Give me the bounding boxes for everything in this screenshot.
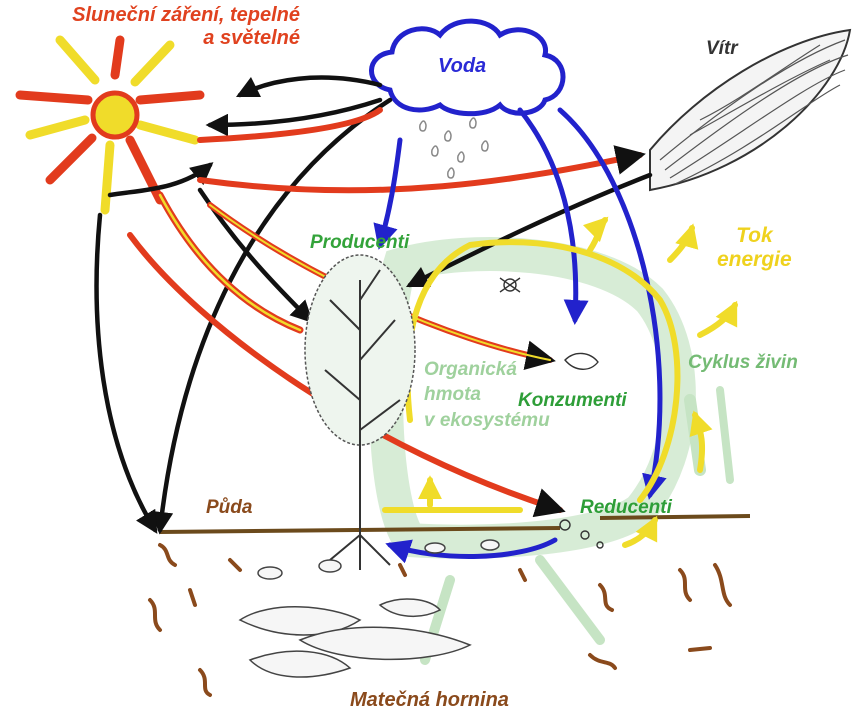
- wind-icon: [650, 30, 850, 190]
- organic-matter-label-line1: Organická: [424, 357, 550, 382]
- rock-icon: [240, 540, 499, 677]
- nutrient-cycle-label: Cyklus živin: [688, 352, 798, 374]
- consumers-label: Konzumenti: [518, 390, 627, 412]
- wind-label: Vítr: [706, 38, 738, 60]
- soil-label: Půda: [206, 497, 252, 519]
- nutrient-cycle-loop: [386, 254, 730, 660]
- sun-radiation-label-line2: a světelné: [0, 27, 300, 50]
- energy-flow-label: Tok energie: [717, 224, 792, 272]
- bedrock-label: Matečná hornina: [350, 689, 509, 712]
- sun-radiation-label: Sluneční záření, tepelné a světelné: [0, 4, 300, 50]
- producers-label: Producenti: [310, 232, 409, 254]
- water-label: Voda: [438, 55, 486, 78]
- decomposers-label: Reducenti: [580, 497, 672, 519]
- energy-flow-label-line2: energie: [717, 248, 792, 272]
- sun-radiation-label-line1: Sluneční záření, tepelné: [0, 4, 300, 27]
- energy-flow-label-line1: Tok: [717, 224, 792, 248]
